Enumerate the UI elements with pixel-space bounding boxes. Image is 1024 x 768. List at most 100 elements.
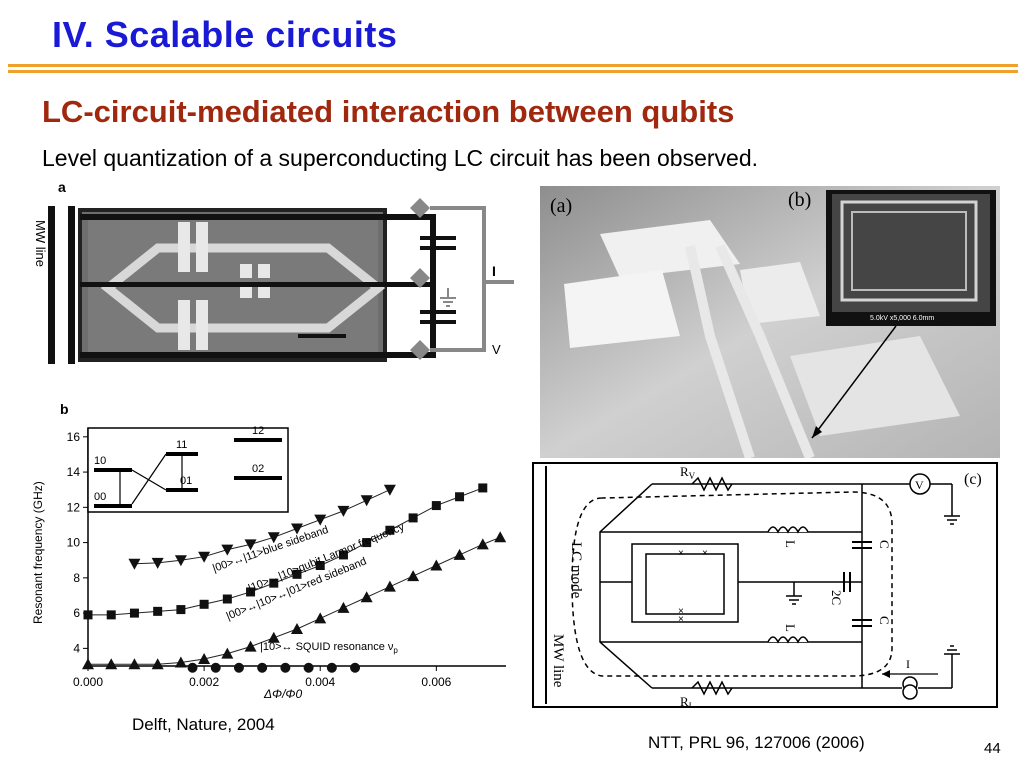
data-point-red-sideband [337, 601, 350, 613]
contact-pad [410, 268, 430, 288]
data-point-red-sideband [82, 658, 94, 670]
data-point-red-sideband [476, 538, 489, 550]
circuit-wire [80, 282, 436, 287]
current-source-icon [902, 684, 918, 700]
data-point-blue-sideband [244, 539, 257, 551]
mw-line-label: MW line [550, 634, 566, 688]
inductor-top [767, 526, 809, 534]
data-point-blue-sideband [174, 555, 187, 567]
data-point-SQUID-resonance [257, 662, 268, 673]
junction-mark: × [702, 548, 708, 559]
y-tick-label: 16 [67, 430, 81, 444]
ntt-circuit-figure: MW line LC mode (c) RV RI L L C C 2C × ×… [532, 462, 998, 708]
junction-mark: × [678, 606, 684, 617]
data-point-red-sideband [383, 580, 396, 592]
data-point-blue-sideband [128, 558, 141, 570]
scale-bar [298, 334, 346, 338]
data-point-blue-sideband [383, 484, 396, 496]
panel-label-c: (c) [964, 471, 982, 488]
squid-loop [100, 243, 386, 333]
transition-arrow [131, 469, 167, 491]
data-point-blue-sideband [267, 532, 280, 544]
y-axis-label: Resonant frequency (GHz) [31, 481, 45, 624]
data-point-blue-sideband [221, 544, 234, 556]
data-point-SQUID-resonance [350, 662, 361, 673]
data-point-blue-sideband [151, 557, 164, 569]
level-label-00: 00 [94, 491, 106, 503]
transmission-line [685, 244, 755, 458]
data-point-red-sideband [105, 658, 118, 670]
contact-pad [600, 220, 740, 278]
data-point-red-sideband [128, 658, 141, 670]
cap-label-bottom: C [877, 616, 892, 625]
ground-icon [944, 502, 960, 525]
data-point-qubit-Larmor-frequency [385, 525, 395, 535]
spectroscopy-plot: b Resonant frequency (GHz) ΔΦ/Φ0 16 14 12 1… [31, 401, 507, 701]
data-point-red-sideband [151, 658, 164, 670]
page-number: 44 [984, 740, 1001, 757]
data-point-qubit-Larmor-frequency [431, 501, 441, 511]
junction-pad [178, 300, 190, 350]
x-tick-label: 0.000 [73, 675, 103, 689]
level-line-02 [234, 476, 282, 480]
circuit-frame [532, 462, 998, 708]
lc-mode-loop [571, 491, 893, 677]
transition-arrow [131, 453, 167, 505]
y-tick-label: 4 [73, 641, 80, 655]
mw-line-label: MW line [33, 220, 48, 267]
level-label-12: 12 [252, 425, 264, 437]
junction-mark: × [678, 614, 684, 625]
contact-pad [410, 198, 430, 218]
data-point-qubit-Larmor-frequency [222, 594, 232, 604]
data-point-qubit-Larmor-frequency [83, 610, 93, 620]
circuit-wire [80, 352, 436, 358]
title-rule-bottom [8, 70, 1018, 73]
level-label-01: 01 [180, 475, 192, 487]
capacitor-plate [420, 246, 456, 250]
y-tick-label: 14 [67, 465, 81, 479]
data-point-SQUID-resonance [210, 662, 221, 673]
caption-delft: Delft, Nature, 2004 [132, 715, 275, 734]
data-point-red-sideband [453, 548, 466, 560]
capacitor-plate [420, 320, 456, 324]
body-text: Level quantization of a superconducting … [42, 145, 759, 171]
junction-pad [178, 222, 190, 272]
data-point-SQUID-resonance [326, 662, 337, 673]
data-point-qubit-Larmor-frequency [338, 550, 348, 560]
slide-subtitle: LC-circuit-mediated interaction between … [42, 94, 735, 129]
level-line-12 [234, 438, 282, 442]
arrow-head [882, 670, 890, 678]
lc-mode-label: LC mode [568, 542, 584, 599]
capacitor-plate [420, 236, 456, 240]
circuit-wire [80, 214, 436, 220]
panel-label-a: a [58, 179, 66, 195]
data-point-qubit-Larmor-frequency [106, 610, 116, 620]
level-line-11 [166, 452, 198, 456]
y-tick-label: 8 [73, 571, 80, 585]
data-point-red-sideband [360, 591, 373, 603]
circuit-wire [599, 483, 653, 689]
arrow-head [812, 426, 822, 438]
ri-label: RI [680, 694, 692, 708]
contact-pad [564, 270, 680, 348]
data-point-qubit-Larmor-frequency [478, 483, 488, 493]
slide-title: IV. Scalable circuits [52, 14, 398, 55]
voltage-line [430, 282, 486, 352]
voltmeter-label: V [915, 478, 924, 492]
x-tick-label: 0.002 [189, 675, 219, 689]
x-axis-label: ΔΦ/Φ0 [263, 687, 302, 701]
resistor-rv [691, 476, 733, 492]
panel-label-b: b [60, 401, 69, 417]
ntt-device-figure: (a) (b) 5.0kV x5,000 6.0mm [540, 186, 1000, 458]
rv-label: RV [680, 464, 696, 481]
data-point-blue-sideband [291, 523, 303, 535]
sem-inset-image [832, 194, 990, 312]
data-point-qubit-Larmor-frequency [246, 587, 256, 597]
level-label-10: 10 [94, 455, 106, 467]
sem-scale-text: 5.0kV x5,000 6.0mm [870, 315, 934, 322]
mw-line-bar [48, 206, 55, 364]
junction-mark: × [678, 548, 684, 559]
x-tick-label: 0.006 [421, 675, 451, 689]
